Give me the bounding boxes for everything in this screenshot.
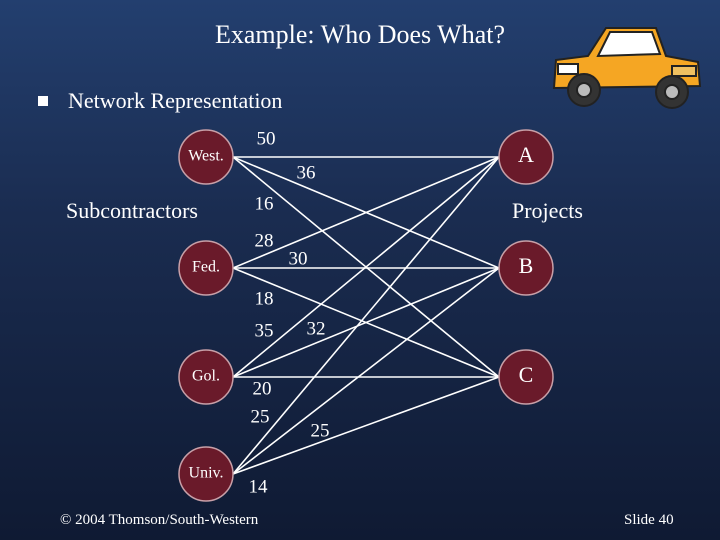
copyright-footer: © 2004 Thomson/South-Western [60,512,259,528]
arcs-layer [232,156,500,475]
cost-label-west-a: 50 [257,128,276,149]
arc-fed-a [232,156,500,269]
slide-title: Example: Who Does What? [214,20,505,49]
cost-label-univ-a: 25 [251,406,270,427]
cost-label-west-b: 36 [297,162,316,183]
project-node-c: C [498,349,554,405]
source-node-circle [178,446,234,502]
arc-univ-b [232,267,500,475]
arc-univ-c [232,376,500,475]
cost-label-west-c: 16 [255,193,274,214]
square-bullet-icon [38,96,48,106]
source-node-label: Univ. [189,465,224,482]
cost-label-univ-c: 14 [249,476,269,497]
nodes-layer: West. Fed. Gol. Univ. A B C [178,129,554,502]
costs-layer: 50 36 16 28 30 18 35 32 20 25 25 14 [249,128,330,497]
source-node-label: Fed. [192,259,220,276]
source-node-circle [178,129,234,185]
project-node-a: A [498,129,554,185]
project-node-label: B [519,253,534,278]
cost-label-fed-b: 30 [289,248,308,269]
project-node-label: C [519,362,534,387]
cost-label-gol-a: 35 [255,320,274,341]
cost-label-fed-c: 18 [255,288,274,309]
cost-label-fed-a: 28 [255,230,274,251]
arc-gol-a [232,156,500,378]
subcontractors-label: Subcontractors [66,198,198,223]
source-node-univ: Univ. [178,446,234,502]
source-node-fed: Fed. [178,240,234,296]
arc-gol-b [232,267,500,378]
slide-number: Slide 40 [624,512,674,528]
projects-label: Projects [512,198,583,223]
cost-label-univ-b: 25 [311,420,330,441]
project-node-circle [498,129,554,185]
source-node-label: West. [188,148,224,165]
source-node-circle [178,349,234,405]
source-node-west: West. [178,129,234,185]
project-node-circle [498,349,554,405]
bullet-text: Network Representation [68,88,283,113]
cost-label-gol-b: 32 [307,318,326,339]
project-node-circle [498,240,554,296]
project-node-b: B [498,240,554,296]
source-node-label: Gol. [192,368,220,385]
cost-label-gol-c: 20 [253,378,272,399]
arc-univ-a [232,156,500,475]
project-node-label: A [518,142,534,167]
bullet-item: Network Representation [38,88,282,114]
source-node-gol: Gol. [178,349,234,405]
pickup-truck-icon [552,27,702,109]
source-node-circle [178,240,234,296]
